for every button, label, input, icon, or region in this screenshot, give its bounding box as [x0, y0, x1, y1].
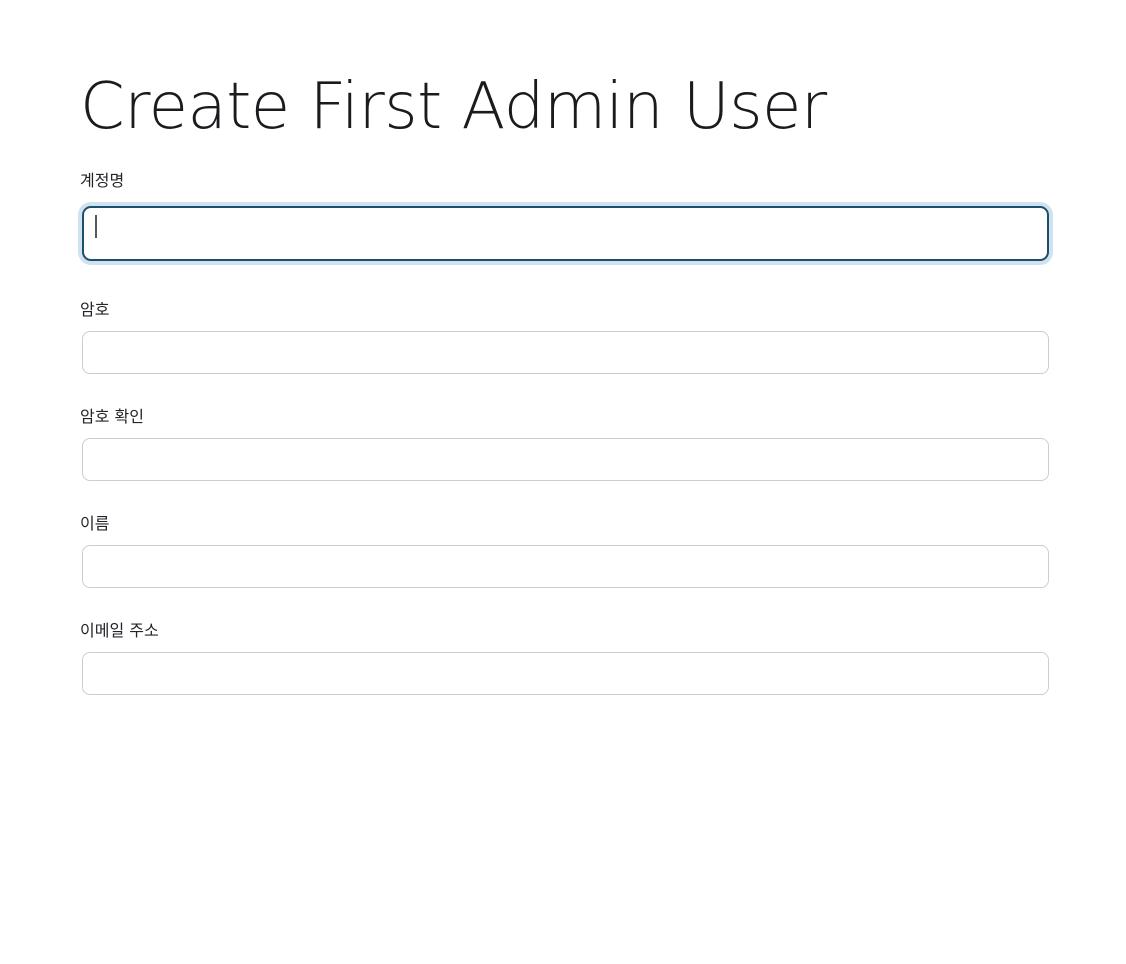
page-content: Create First Admin User 계정명 암호 암호 확인 이름 — [80, 0, 1049, 727]
username-input[interactable] — [82, 206, 1049, 262]
password-input[interactable] — [82, 331, 1049, 375]
label-email: 이메일 주소 — [80, 621, 159, 641]
field-group-password-confirm: 암호 확인 — [80, 406, 1049, 482]
email-input[interactable] — [82, 652, 1049, 696]
field-group-email: 이메일 주소 — [80, 620, 1049, 696]
label-password-confirm: 암호 확인 — [80, 407, 144, 427]
field-group-username: 계정명 — [80, 170, 1049, 262]
password-confirm-input[interactable] — [82, 438, 1049, 482]
full-name-input[interactable] — [82, 545, 1049, 589]
field-group-full-name: 이름 — [80, 513, 1049, 589]
label-password: 암호 — [80, 300, 110, 320]
label-full-name: 이름 — [80, 514, 110, 534]
label-username: 계정명 — [80, 171, 125, 191]
page-title: Create First Admin User — [80, 70, 827, 144]
field-group-password: 암호 — [80, 299, 1049, 375]
create-admin-user-form: 계정명 암호 암호 확인 이름 이메일 주소 — [80, 170, 1049, 696]
